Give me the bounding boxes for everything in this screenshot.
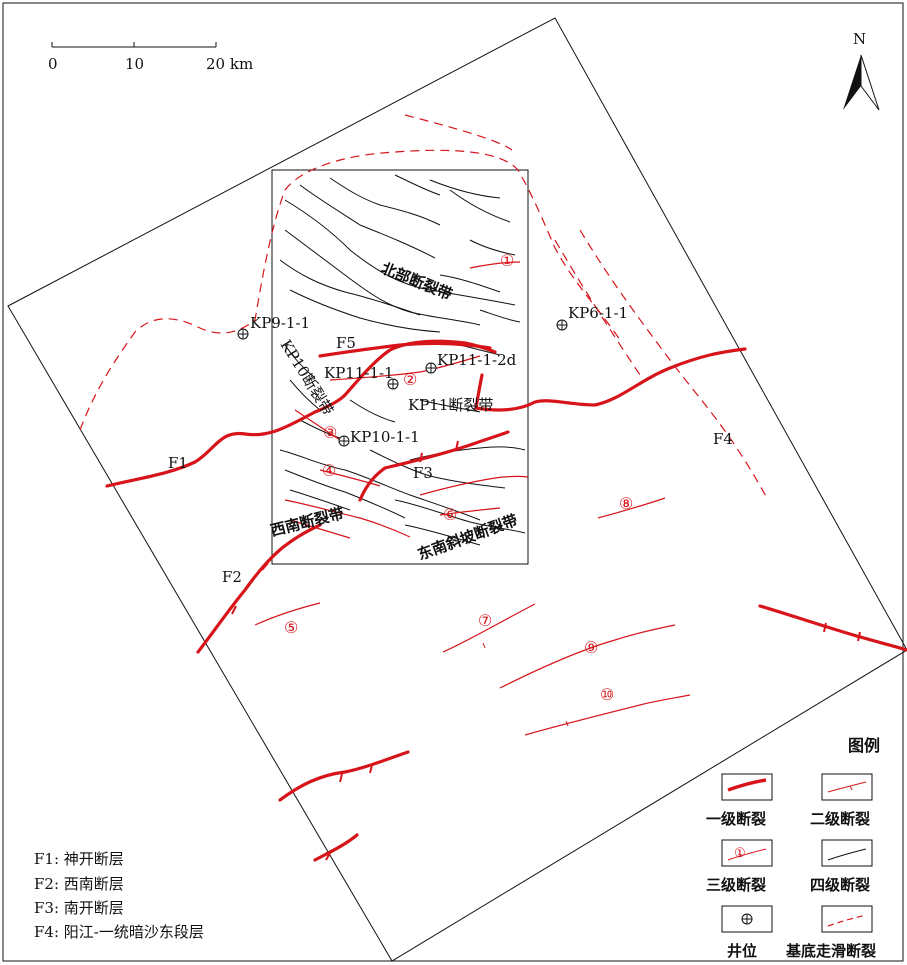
legend-swatch-fourth [821, 839, 873, 867]
legend-label-third: 三级断裂 [706, 876, 766, 894]
legend-label-second: 二级断裂 [810, 810, 870, 828]
well-icon [741, 913, 753, 925]
well-label-kp9-1-1: KP9-1-1 [250, 314, 310, 332]
legend-swatch-basement [821, 905, 873, 933]
legend-swatch-first [721, 773, 773, 801]
well-label-kp6-1-1: KP6-1-1 [568, 304, 628, 322]
fault-label-f4: F4 [713, 430, 733, 448]
fault-number-4: ④ [322, 461, 336, 480]
well-icon [425, 362, 437, 374]
north-label: N [853, 30, 866, 48]
well-label-kp10-1-1: KP10-1-1 [350, 428, 420, 446]
fault-f2 [196, 523, 322, 654]
fault-number-7: ⑦ [478, 611, 492, 630]
fault-zone-kp11: KP11断裂带 [408, 396, 493, 414]
legend-swatch-third [721, 839, 773, 867]
fault-number-5: ⑤ [284, 618, 298, 637]
fault-number-3: ③ [323, 423, 337, 442]
fault-number-8: ⑧ [619, 494, 633, 513]
note-f1: F1: 神开断层 [34, 850, 124, 868]
fault-label-f2: F2 [222, 568, 242, 586]
fault-number-1: ① [500, 251, 514, 270]
scale-tick-20: 20 km [206, 55, 253, 73]
fault-label-f3: F3 [413, 464, 433, 482]
fault-f3 [358, 430, 510, 502]
legend-label-fourth: 四级断裂 [810, 876, 870, 894]
legend: 图例 一级断裂 二级断裂 ① 三级断裂 四级断裂 井位 基底走滑断裂 [706, 736, 880, 960]
note-f2: F2: 西南断层 [34, 875, 124, 893]
fault-ticks [231, 440, 861, 861]
second-order-faults [254, 261, 691, 736]
basement-strike-slip-faults [79, 114, 769, 501]
third-order-fault-numbers: ① ② ③ ④ ⑤ ⑥ ⑦ ⑧ ⑨ ⑩ [284, 251, 633, 704]
north-arrow-icon: N [843, 30, 880, 111]
first-order-faults [105, 339, 907, 862]
legend-label-first: 一级断裂 [706, 810, 766, 828]
well-icon [338, 435, 350, 447]
fault-f1 [105, 393, 347, 488]
detail-area-box [271, 169, 529, 565]
fault-zone-southeast: 东南斜坡断裂带 [415, 511, 520, 564]
well-label-kp11-1-1: KP11-1-1 [324, 364, 394, 382]
well-icon [556, 319, 568, 331]
fault-label-f1: F1 [168, 454, 188, 472]
fault-zone-north: 北部断裂带 [379, 259, 455, 304]
legend-third-symbol: ① [734, 846, 746, 861]
fourth-order-faults [279, 174, 526, 546]
well-label-kp11-1-2d: KP11-1-2d [437, 351, 517, 369]
legend-title: 图例 [848, 736, 880, 755]
fault-label-f5: F5 [336, 334, 356, 352]
note-f3: F3: 南开断层 [34, 899, 124, 917]
scale-tick-0: 0 [48, 55, 58, 73]
well-icon [237, 328, 249, 340]
wells [237, 319, 568, 447]
scale-tick-10: 10 [125, 55, 144, 73]
well-icon [387, 378, 399, 390]
fault-number-10: ⑩ [600, 685, 614, 704]
legend-label-well: 井位 [727, 942, 757, 960]
scale-bar: 0 10 20 km [48, 42, 253, 73]
fault-zone-southwest: 西南断裂带 [269, 504, 346, 540]
fault-notes: F1: 神开断层 F2: 西南断层 F3: 南开断层 F4: 阳江-一统暗沙东段… [34, 850, 204, 941]
study-area-boundary [7, 17, 907, 962]
fault-number-6: ⑥ [443, 505, 457, 524]
fault-number-9: ⑨ [584, 638, 598, 657]
legend-label-basement: 基底走滑断裂 [785, 942, 876, 960]
fault-number-2: ② [403, 370, 417, 389]
legend-swatch-well [721, 905, 773, 933]
note-f4: F4: 阳江-一统暗沙东段层 [34, 923, 204, 941]
